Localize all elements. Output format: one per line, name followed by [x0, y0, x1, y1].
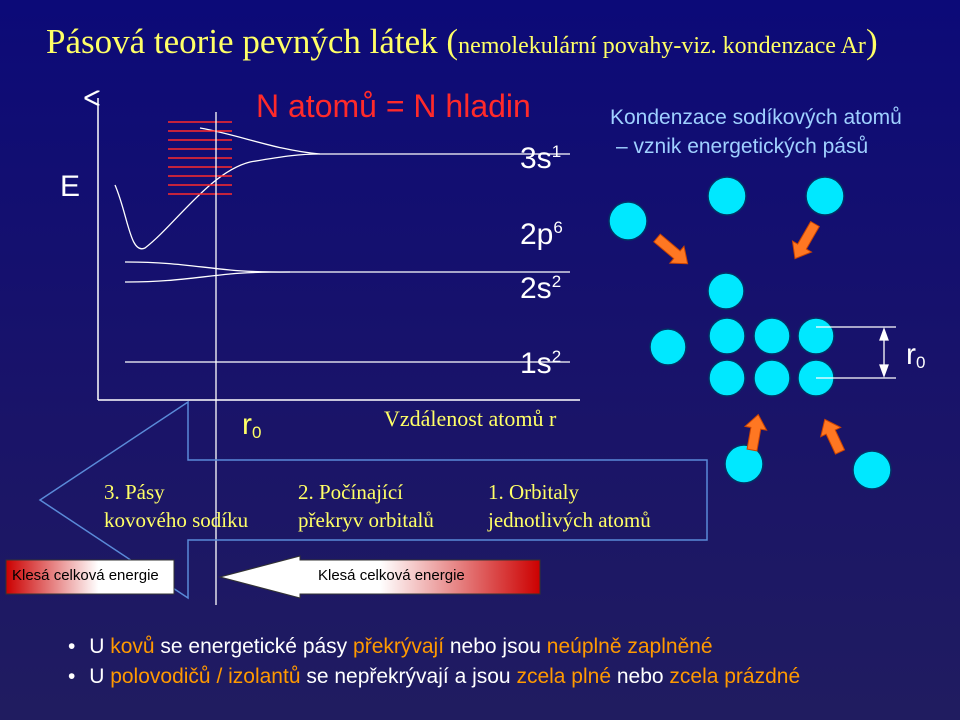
slide-title: Pásová teorie pevných látek (nemolekulár… [46, 22, 878, 61]
curve-3s-lower [114, 153, 321, 250]
atom [707, 272, 745, 310]
level-3s: 3s1 [520, 142, 562, 175]
bullet-list: U kovů se energetické pásy překrývají ne… [68, 632, 800, 692]
arrow-topright [791, 220, 821, 260]
energy-curves [114, 127, 570, 363]
atom [753, 359, 791, 397]
atoms [608, 176, 892, 490]
arrow-topleft [653, 233, 689, 265]
atom [753, 317, 791, 355]
arrow-bottomright [820, 418, 846, 455]
energy-bar-2-label: Klesá celková energie [318, 567, 465, 584]
energy-bar-1-label: Klesá celková energie [12, 567, 159, 584]
x-axis-label: Vzdálenost atomů r [384, 406, 557, 431]
atom [708, 317, 746, 355]
graph-heading: N atomů = N hladin [256, 88, 531, 124]
atom [608, 201, 648, 241]
r0-label: r0 [242, 408, 262, 442]
curve-2p-lower [124, 271, 291, 283]
energy-bar-1 [5, 559, 175, 595]
energy-bar-2 [218, 555, 541, 599]
atom [649, 328, 687, 366]
energy-axis-label: E [60, 170, 81, 203]
atom [724, 444, 764, 484]
curve-3s-upper [199, 127, 570, 155]
level-2s: 2s2 [520, 272, 562, 305]
condensation-line2: – vznik energetických pásů [616, 135, 869, 158]
big-left-arrow [38, 400, 708, 600]
atom [708, 359, 746, 397]
atom [852, 450, 892, 490]
bullet-semiconductors: U polovodičů / izolantů se nepřekrývají … [68, 662, 800, 692]
energy-axes [98, 98, 580, 401]
level-2p: 2p6 [520, 218, 563, 251]
condensation-line1: Kondenzace sodíkových atomů [610, 106, 902, 129]
arrow-bottomleft [743, 413, 768, 452]
r0-spacing-label: r0 [906, 338, 926, 372]
atom [805, 176, 845, 216]
energy-bars [5, 555, 541, 599]
bullet-metals: U kovů se energetické pásy překrývají ne… [68, 632, 800, 662]
level-1s: 1s2 [520, 347, 562, 380]
atom [707, 176, 747, 216]
r0-dimension [816, 326, 896, 379]
band-hatch [168, 121, 232, 195]
atom [797, 317, 835, 355]
orange-arrows [653, 220, 846, 455]
curve-2p-upper [124, 261, 570, 273]
